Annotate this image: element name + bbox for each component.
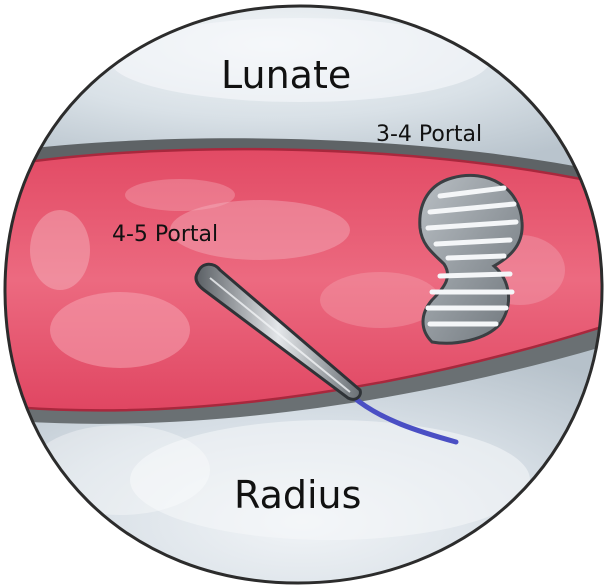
radius-label: Radius xyxy=(234,476,361,514)
portal-4-5-label: 4-5 Portal xyxy=(112,224,218,246)
portal-3-4-label: 3-4 Portal xyxy=(376,124,482,146)
lunate-label: Lunate xyxy=(221,56,351,94)
